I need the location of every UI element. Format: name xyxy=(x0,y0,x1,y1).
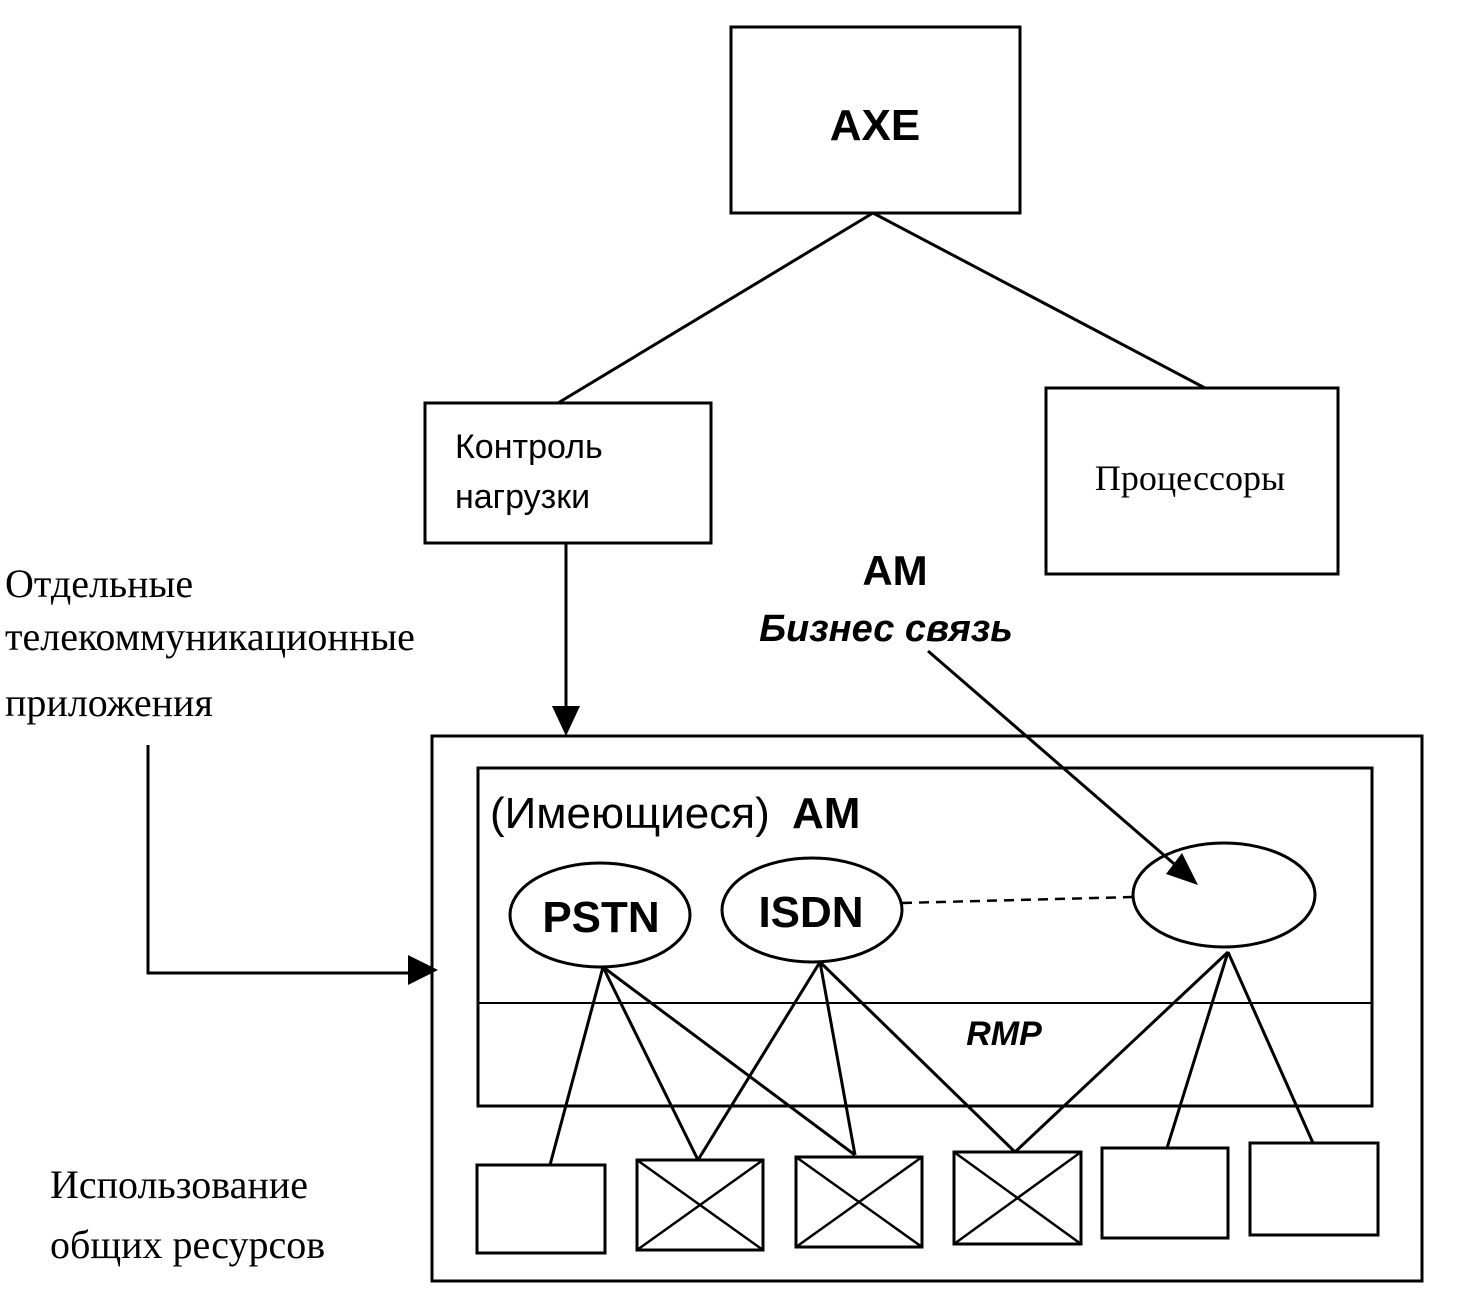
outer-container-box xyxy=(430,734,1424,1283)
pstn-to-res2-line xyxy=(601,966,700,1161)
pstn-to-res3-line xyxy=(602,965,856,1157)
processors-box xyxy=(1044,386,1340,576)
shared-resources-label-line2: общих ресурсов xyxy=(50,1222,325,1267)
pstn-to-res1-line xyxy=(548,966,605,1166)
new-am-ellipse xyxy=(1131,841,1317,949)
business-comm-arrowhead xyxy=(1166,853,1198,885)
axe-to-load-control-line xyxy=(557,211,874,405)
isdn-to-res2-line xyxy=(696,961,822,1161)
rmp-label: RMP xyxy=(966,1015,1042,1053)
isdn-label: ISDN xyxy=(758,888,863,937)
resource-box-2 xyxy=(635,1158,765,1252)
new-am-to-res4-line xyxy=(1013,950,1230,1154)
apps-arrow xyxy=(146,745,412,975)
axe-label: AXE xyxy=(830,101,920,150)
resource-box-5 xyxy=(1100,1146,1230,1240)
business-comm-arrow xyxy=(927,649,1181,871)
apps-label-line3: приложения xyxy=(5,680,213,725)
business-comm-label: Бизнес связь xyxy=(759,608,1013,650)
resource-links xyxy=(548,950,1315,1166)
isdn-to-res3-line xyxy=(818,961,857,1156)
pstn-ellipse xyxy=(508,861,692,969)
resource-box-6 xyxy=(1248,1141,1380,1237)
processors-label: Процессоры xyxy=(1095,458,1285,498)
shared-resources-label-line1: Использование xyxy=(50,1162,308,1207)
resource-box-4 xyxy=(952,1150,1083,1246)
isdn-to-new-am-dashed-line xyxy=(901,895,1136,905)
existing-am-box xyxy=(476,766,1374,1108)
load-control-label-line2: нагрузки xyxy=(455,478,590,516)
apps-label-line1: Отдельные xyxy=(5,561,193,606)
pstn-label: PSTN xyxy=(542,893,659,942)
load-control-label-line1: Контроль xyxy=(455,428,603,466)
new-am-to-res5-line xyxy=(1165,951,1230,1149)
load-control-arrowhead xyxy=(552,706,580,736)
am-top-label: AM xyxy=(862,547,927,594)
apps-arrowhead xyxy=(408,955,438,985)
resource-box-1 xyxy=(475,1163,607,1255)
existing-am-suffix: AM xyxy=(792,789,860,838)
axe-box xyxy=(729,25,1022,215)
load-control-box xyxy=(423,401,713,545)
axe-to-processors-line xyxy=(872,211,1206,390)
resource-box-3 xyxy=(794,1155,924,1249)
isdn-ellipse xyxy=(720,856,904,964)
new-am-to-res6-line xyxy=(1226,951,1315,1144)
existing-am-prefix: (Имеющиеся) xyxy=(490,789,770,838)
isdn-to-res4-line xyxy=(818,960,1017,1154)
apps-label-line2: телекоммуникационные xyxy=(5,614,415,659)
existing-am-label: (Имеющиеся) AM xyxy=(490,789,860,838)
